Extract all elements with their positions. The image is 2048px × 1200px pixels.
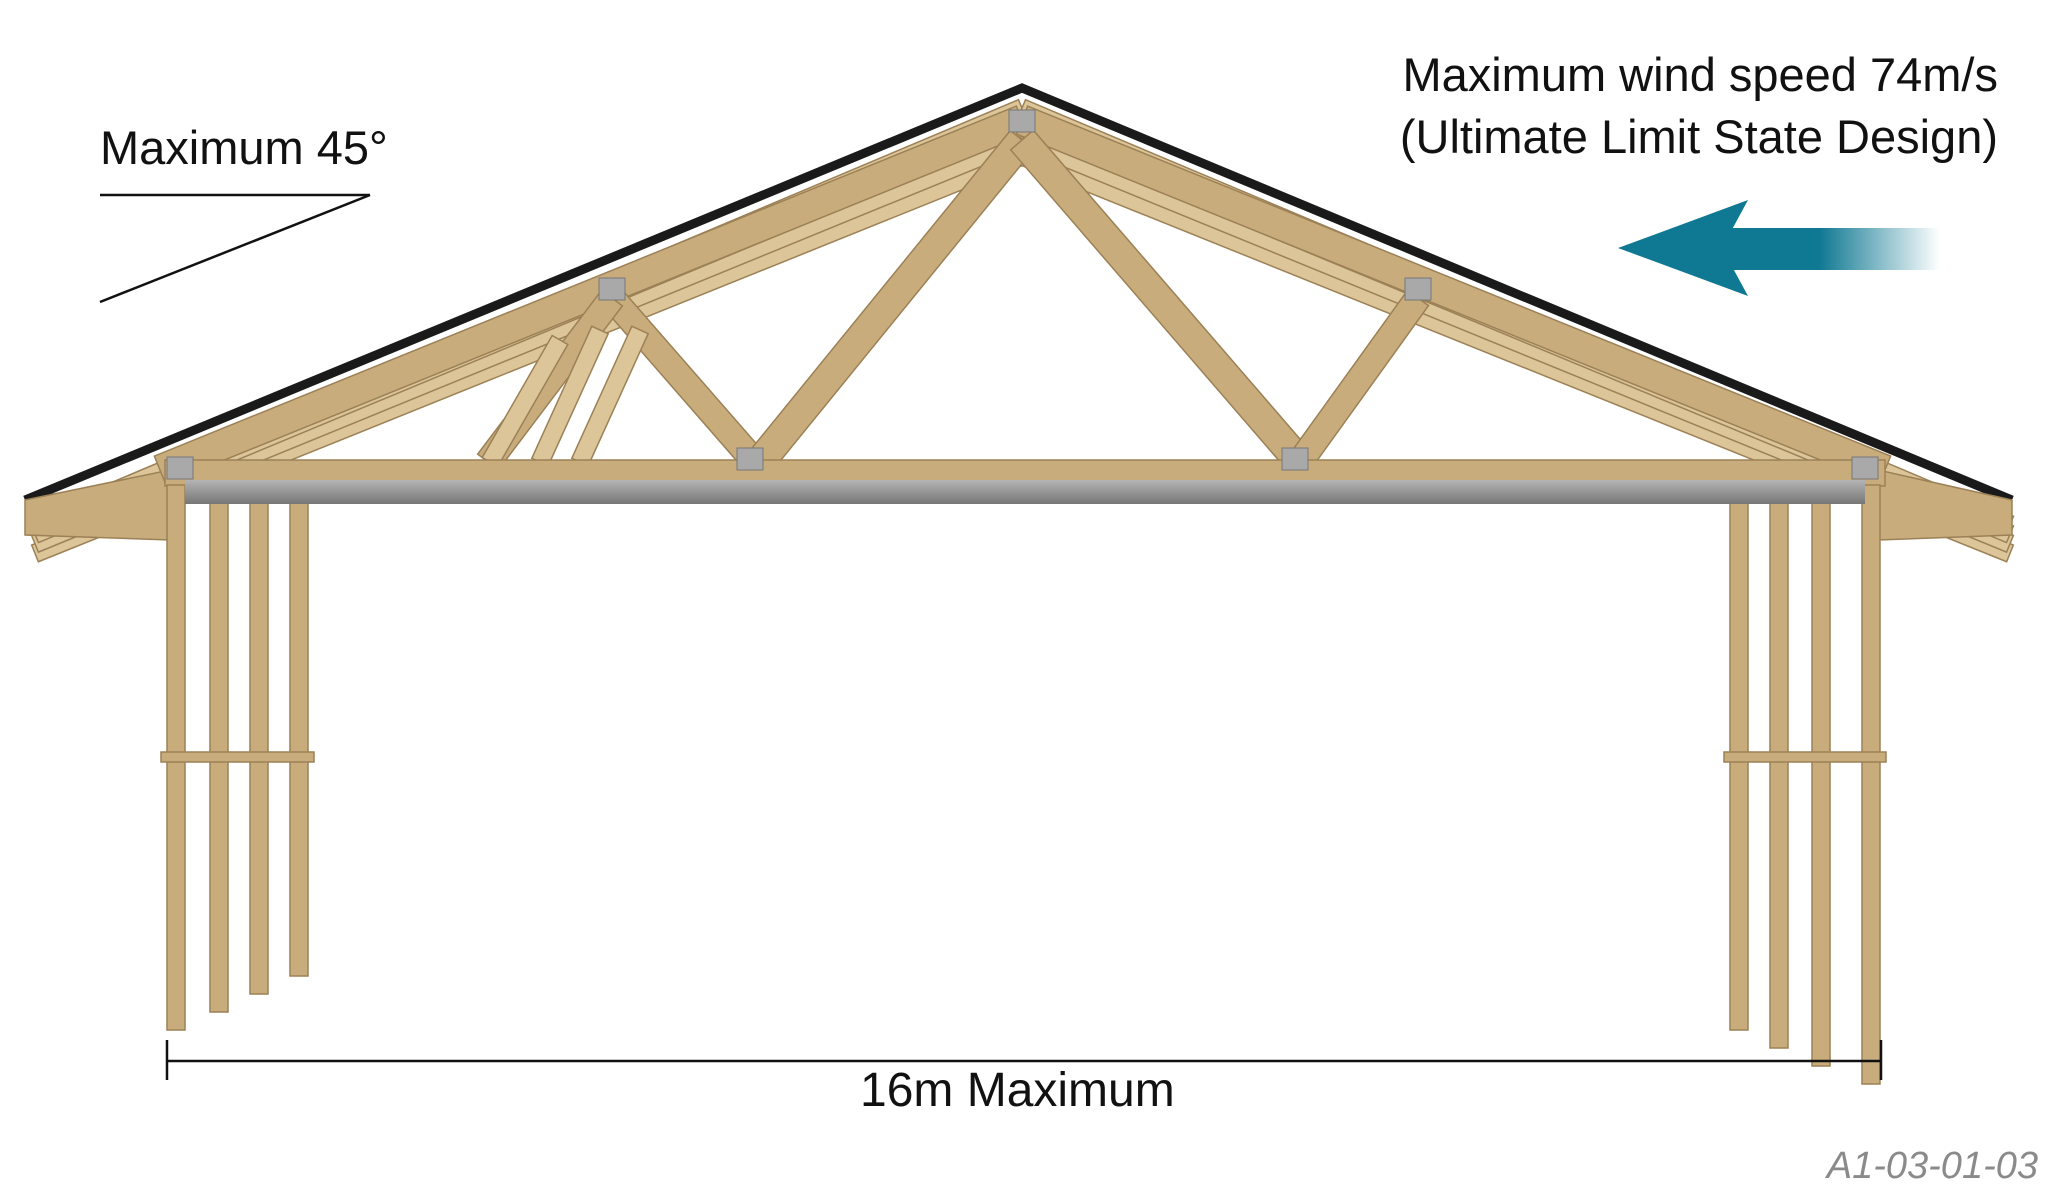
wall-stud [1861, 484, 1881, 1085]
drawing-reference: A1-03-01-03 [1826, 1145, 2038, 1187]
right-wall-frame [1723, 484, 1887, 1085]
noggin [1723, 751, 1887, 763]
left-wall-frame [160, 484, 315, 1031]
nail-plate [1851, 456, 1879, 480]
nail-plate [736, 447, 764, 471]
wind-speed-line-1: Maximum wind speed 74m/s [1402, 48, 1998, 101]
arrow-left-icon [1618, 200, 1940, 296]
nail-plate [598, 277, 626, 301]
wind-speed-line-2: (Ultimate Limit State Design) [1399, 110, 1998, 163]
nail-plate [1404, 277, 1432, 301]
noggin [160, 751, 315, 763]
right-eave [1877, 469, 2013, 541]
span-dimension-line [165, 1040, 1883, 1080]
nail-plate [166, 456, 194, 480]
pitch-label: Maximum 45° [100, 121, 388, 174]
left-eave [24, 469, 171, 541]
nail-plate [1281, 447, 1309, 471]
wall-stud [289, 484, 309, 977]
pitch-indicator [99, 193, 371, 304]
wall-stud [209, 484, 229, 1013]
wall-stud [1811, 484, 1831, 1067]
nail-plate [1008, 109, 1036, 133]
ceiling-board [185, 480, 1865, 504]
roof-covering-edge [23, 83, 2014, 505]
wind-speed-label: Maximum wind speed 74m/s (Ultimate Limit… [1400, 44, 1998, 168]
top-chord-left [153, 105, 1029, 485]
span-label: 16m Maximum [860, 1064, 1175, 1117]
roof-structure [23, 83, 2015, 563]
wall-stud [249, 484, 269, 995]
web-member-right-short [1288, 289, 1430, 471]
wall-stud [1769, 484, 1789, 1049]
